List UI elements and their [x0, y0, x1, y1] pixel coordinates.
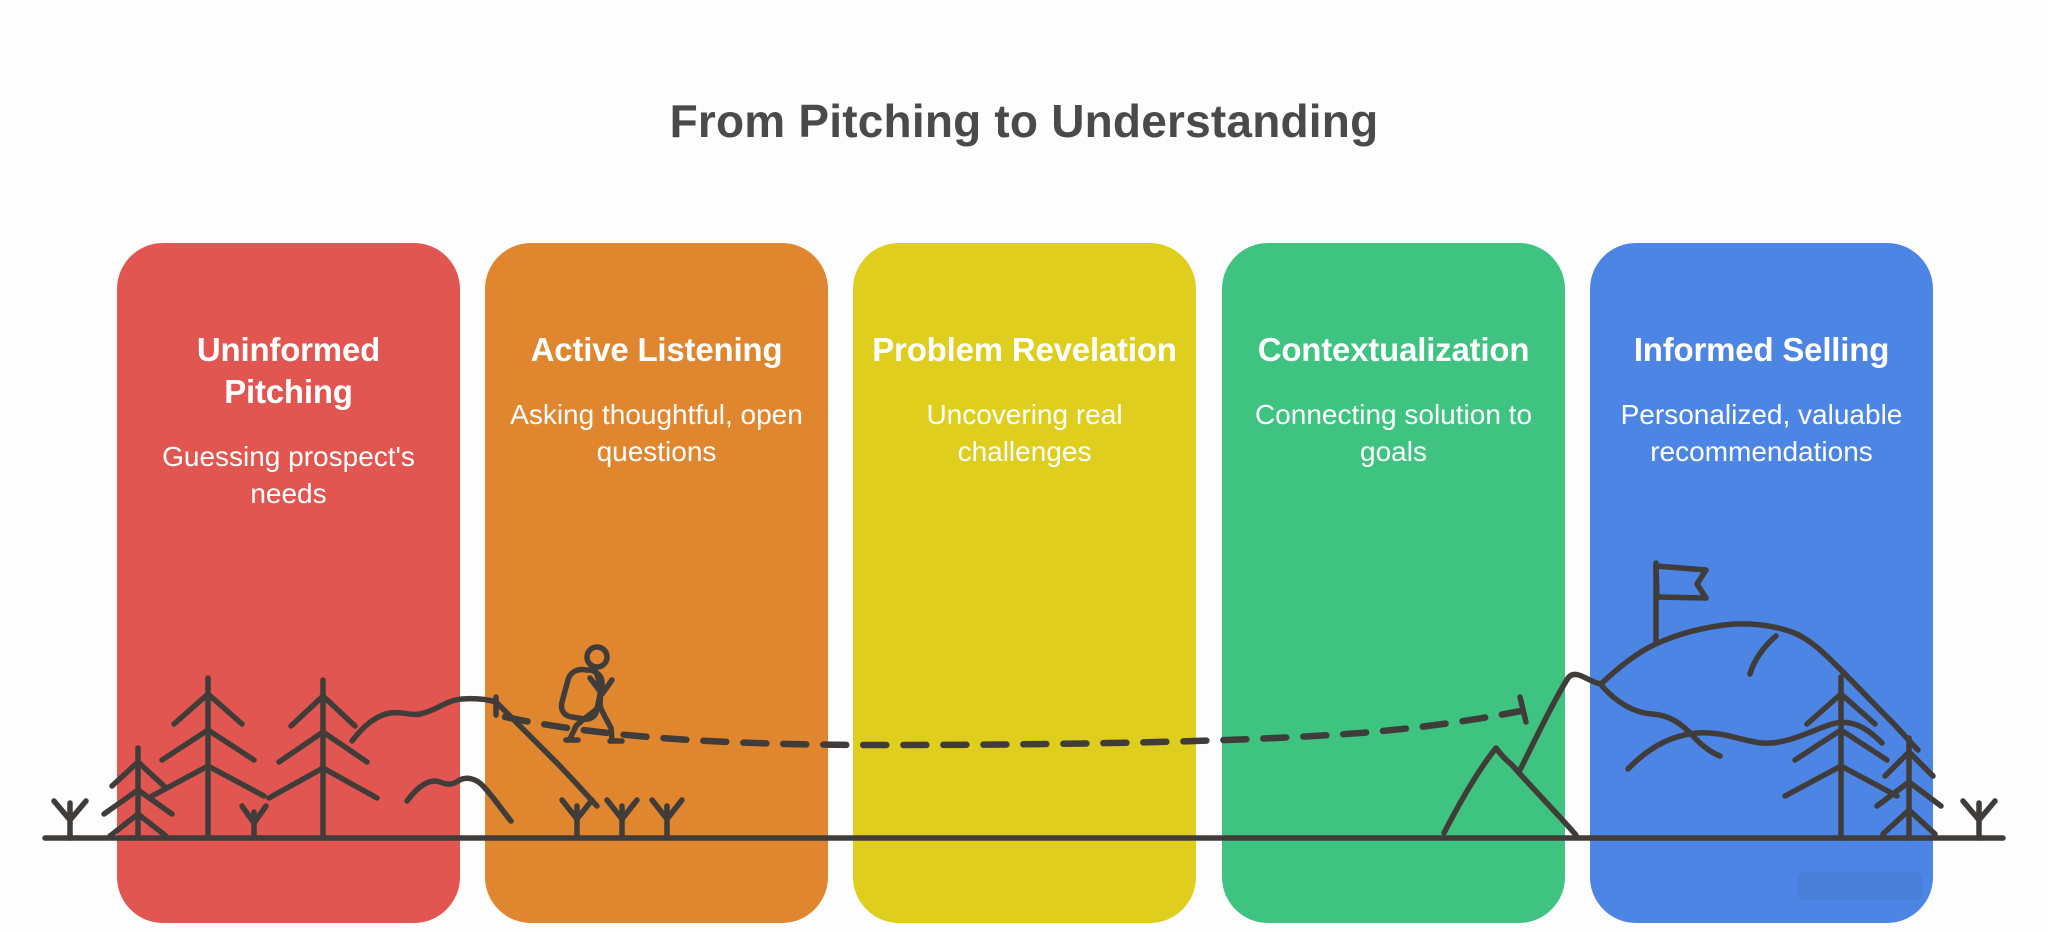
card-subtext: Personalized, valuable recommendations — [1620, 399, 1903, 468]
sprout-icon — [1960, 798, 1998, 841]
card-subtext: Guessing prospect's needs — [162, 441, 415, 510]
sprout-icon — [51, 798, 89, 841]
card-subtext: Asking thoughtful, open questions — [510, 399, 803, 468]
card-heading: Informed Selling — [1633, 331, 1890, 368]
card-subtext: Uncovering real challenges — [926, 399, 1123, 468]
card-contextualization: Contextualization Connecting solution to… — [1222, 243, 1565, 923]
page-title: From Pitching to Understanding — [669, 95, 1379, 147]
card-subtext: Connecting solution to goals — [1254, 399, 1533, 468]
card-problem-revelation: Problem Revelation Uncovering real chall… — [853, 243, 1196, 923]
watermark-overlay — [1798, 872, 1922, 900]
card-heading: Uninformed Pitching — [196, 331, 381, 411]
card-uninformed-pitching: Uninformed Pitching Guessing prospect's … — [117, 243, 460, 923]
card-heading: Contextualization — [1257, 331, 1530, 368]
card-informed-selling: Informed Selling Personalized, valuable … — [1590, 243, 1933, 923]
card-active-listening: Active Listening Asking thoughtful, open… — [485, 243, 828, 923]
card-heading: Active Listening — [530, 331, 783, 368]
card-heading: Problem Revelation — [872, 331, 1177, 368]
